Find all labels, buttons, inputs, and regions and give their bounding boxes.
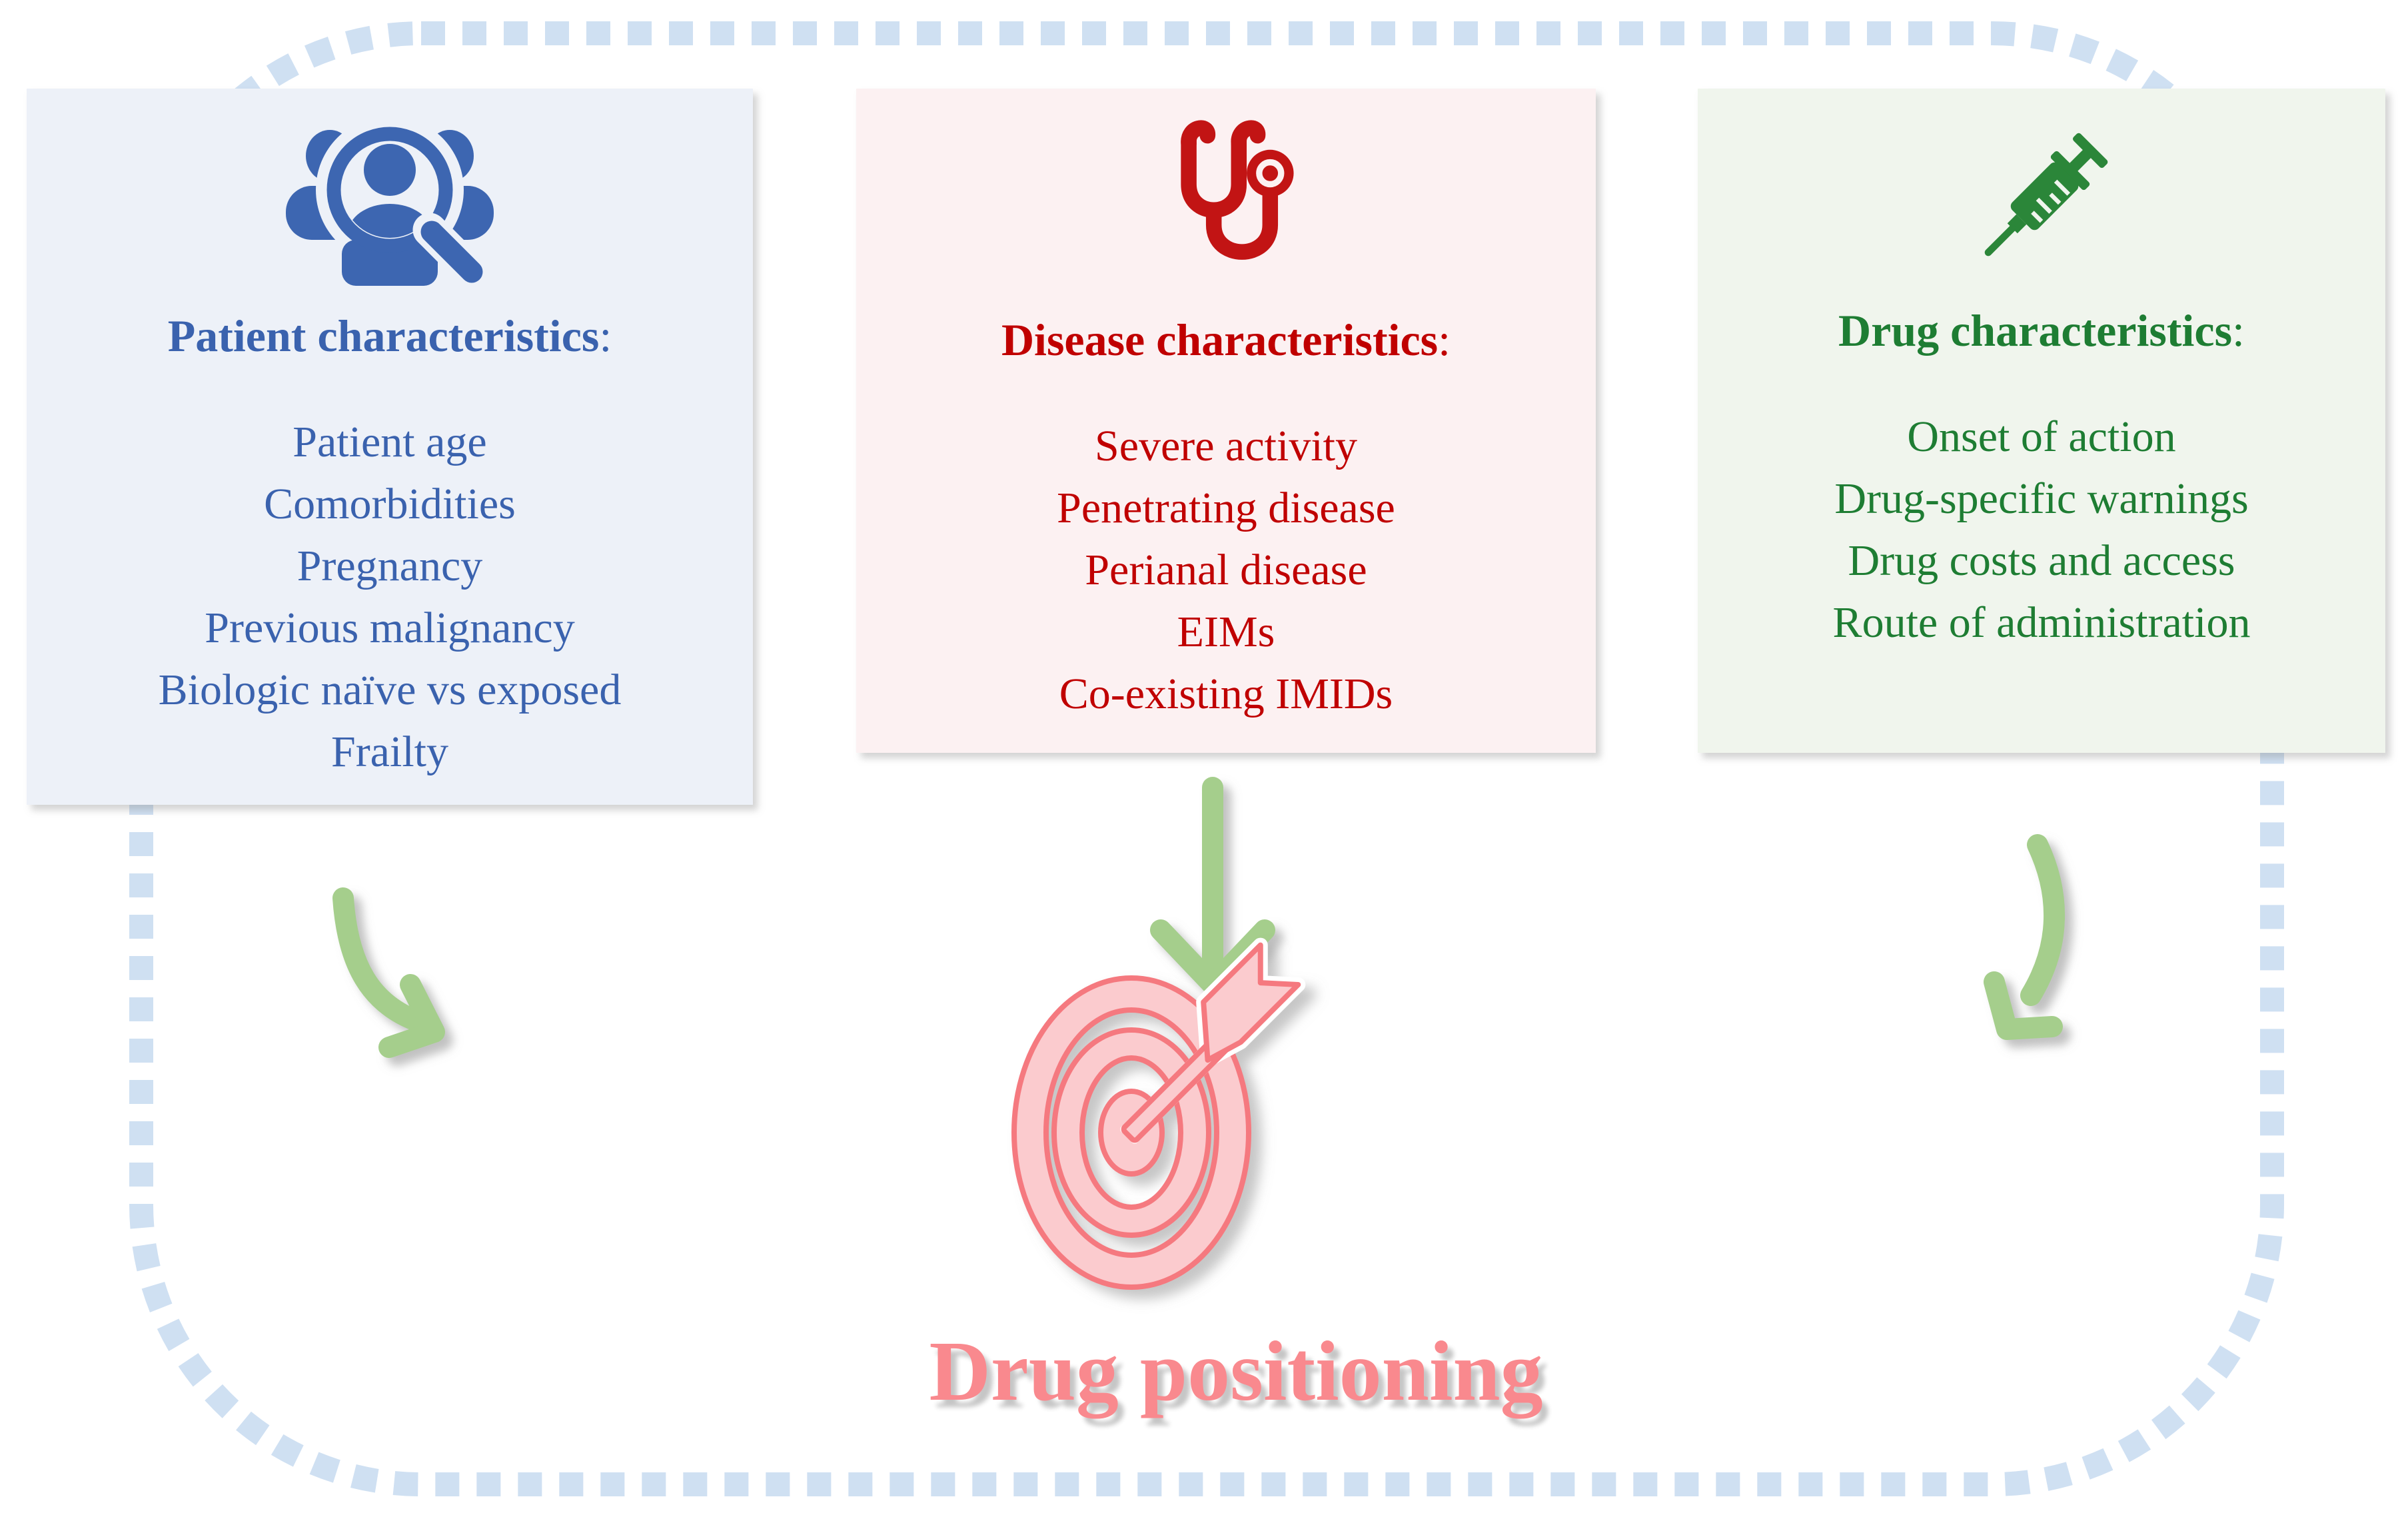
list-item: Perianal disease [1085,546,1367,594]
drug-box-title: Drug characteristics: [1838,305,2245,356]
list-item: Biologic naïve vs exposed [158,666,622,714]
list-item: EIMs [1177,608,1275,656]
people-search-icon [286,116,494,290]
list-item: Comorbidities [264,480,516,528]
list-item: Route of administration [1832,598,2251,647]
list-item: Previous malignancy [205,604,575,652]
list-item: Onset of action [1907,412,2176,461]
right-curved-arrow [1984,834,2065,1040]
syringe-icon [1984,133,2108,256]
list-item: Pregnancy [297,542,483,590]
list-item: Drug costs and access [1848,536,2235,585]
list-item: Severe activity [1094,422,1357,470]
list-item: Frailty [331,728,448,776]
disease-characteristics-box: Disease characteristics: Severe activity… [856,89,1596,753]
target-dart-icon [1011,937,1306,1290]
stethoscope-icon [1180,120,1294,260]
list-item: Co-existing IMIDs [1059,670,1393,718]
drug-positioning-label: Drug positioning [929,1324,1543,1418]
list-item: Drug-specific warnings [1834,474,2249,523]
disease-box-title: Disease characteristics: [1001,314,1451,365]
patient-box-title: Patient characteristics: [167,310,612,361]
left-curved-arrow [332,887,445,1058]
list-item: Penetrating disease [1057,484,1395,532]
list-item: Patient age [293,418,487,466]
